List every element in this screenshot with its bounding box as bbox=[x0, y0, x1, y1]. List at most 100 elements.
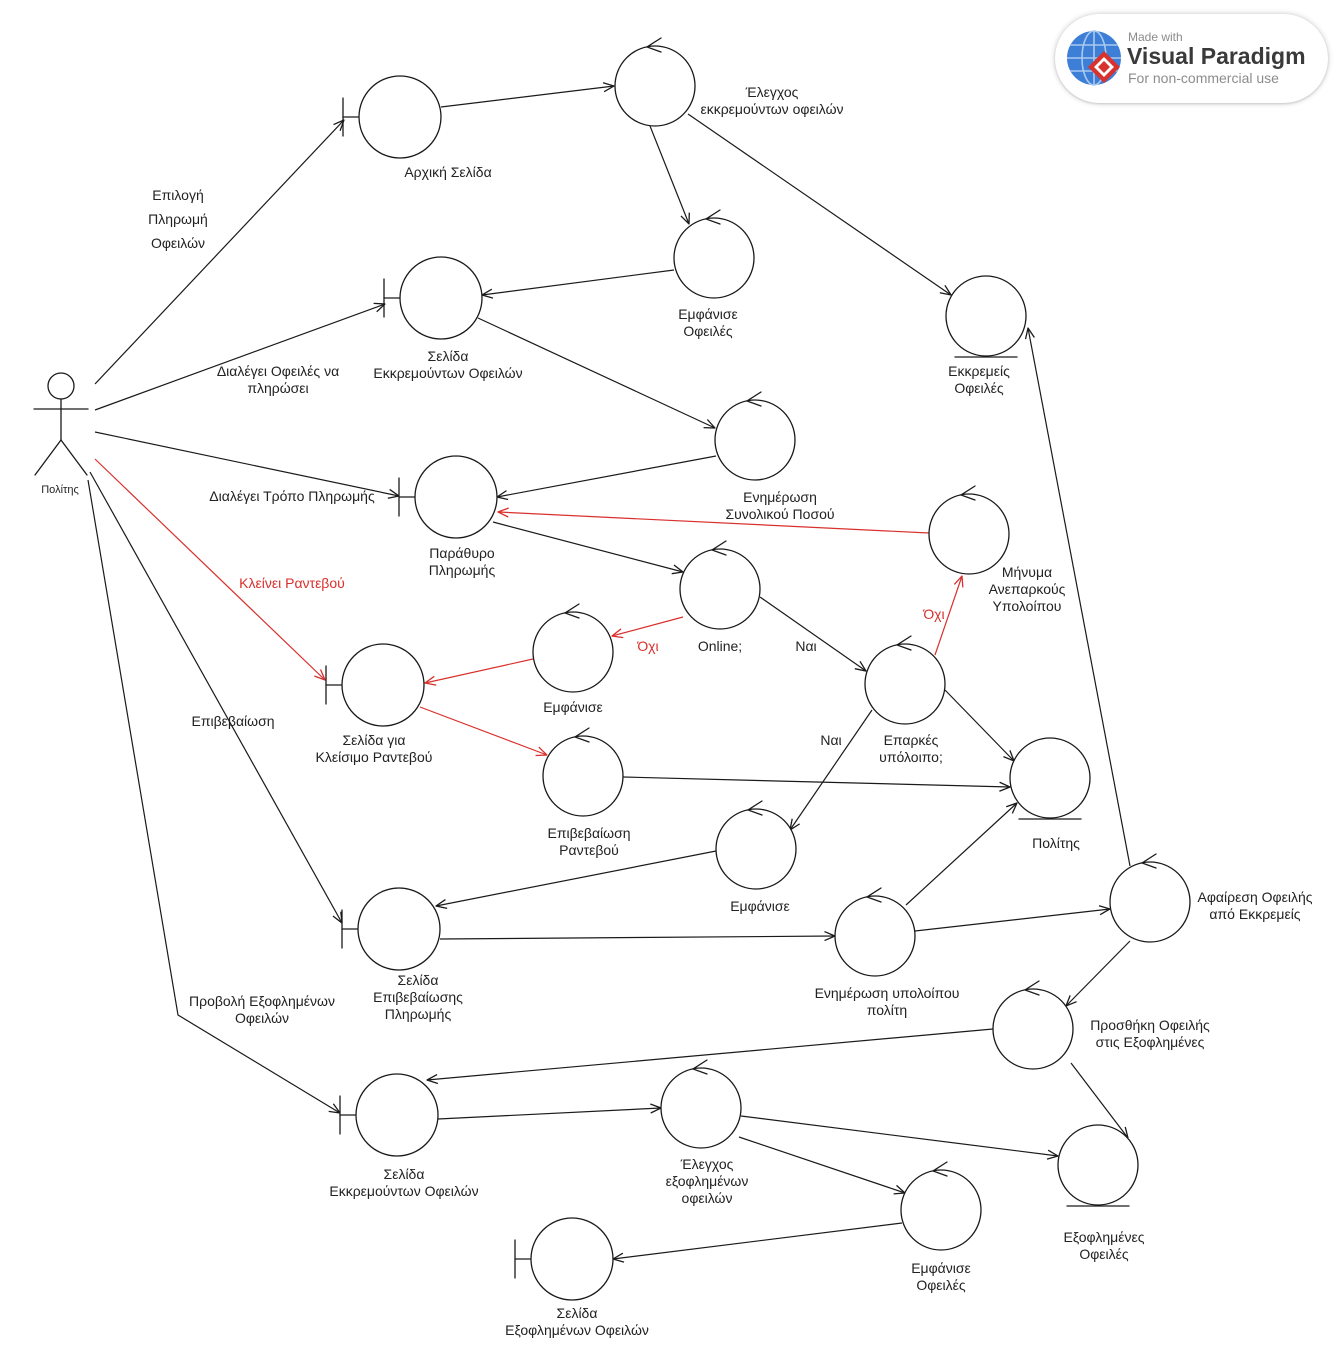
flow-arrow bbox=[790, 709, 873, 830]
boundary-icon bbox=[325, 643, 425, 727]
node-label: Συνολικού Ποσού bbox=[725, 506, 834, 522]
boundary-icon bbox=[342, 75, 442, 159]
alternate-flow-arrow bbox=[934, 576, 962, 656]
node-label: Ενημέρωση bbox=[743, 489, 817, 505]
control-icon bbox=[715, 800, 797, 890]
flow-label-online-no: Όχι bbox=[636, 638, 658, 654]
boundary-icon bbox=[514, 1217, 614, 1301]
flow-arrow bbox=[436, 850, 717, 906]
boundary-home-page: Αρχική Σελίδα bbox=[342, 75, 492, 180]
node-label: υπόλοιπο; bbox=[879, 749, 943, 765]
flow-label-text: πληρώσει bbox=[247, 380, 308, 396]
control-online-check: Online; bbox=[679, 540, 761, 654]
node-label: πολίτη bbox=[867, 1002, 907, 1018]
node-label: Επιβεβαίωση bbox=[547, 825, 630, 841]
flow-arrow bbox=[87, 479, 340, 1113]
flow-arrow bbox=[94, 304, 385, 411]
flow-arrow bbox=[94, 431, 399, 496]
node-label: Εξοφλημένων Οφειλών bbox=[505, 1322, 649, 1338]
control-icon bbox=[660, 1059, 742, 1149]
control-icon bbox=[614, 37, 696, 127]
node-label: Πολίτης bbox=[1032, 835, 1080, 851]
alternate-flow-arrow bbox=[425, 658, 534, 683]
control-icon bbox=[532, 603, 614, 693]
flow-label-text: Όχι bbox=[636, 638, 658, 654]
flow-label-text: Πληρωμή bbox=[148, 211, 208, 227]
flow-label-text: Οφειλών bbox=[235, 1010, 289, 1026]
boundary-icon bbox=[383, 256, 483, 340]
control-icon bbox=[673, 209, 755, 299]
boundary-icon bbox=[339, 1073, 439, 1157]
boundary-icon bbox=[341, 887, 441, 971]
flow-arrow bbox=[944, 689, 1014, 761]
alternate-flow-arrow bbox=[612, 616, 684, 636]
control-icon bbox=[864, 635, 946, 725]
node-label: Σελίδα bbox=[384, 1166, 425, 1182]
node-label: Εμφάνισε bbox=[543, 699, 603, 715]
flow-arrow bbox=[1070, 1062, 1128, 1138]
node-label: Οφειλές bbox=[1079, 1246, 1129, 1262]
flow-arrow bbox=[1066, 940, 1131, 1006]
node-label: Σελίδα για bbox=[343, 732, 406, 748]
node-label: Εμφάνισε bbox=[678, 306, 738, 322]
node-label: Πληρωμής bbox=[429, 562, 496, 578]
control-icon bbox=[834, 887, 916, 977]
flow-arrow bbox=[497, 455, 717, 497]
alternate-flow-arrow bbox=[94, 458, 325, 680]
flow-label-confirmation: Επιβεβαίωση bbox=[191, 713, 274, 729]
node-label: Εκκρεμείς bbox=[948, 363, 1010, 379]
entity-icon bbox=[1009, 737, 1091, 820]
node-label: Εμφάνισε bbox=[730, 898, 790, 914]
node-label: Προσθήκη Οφειλής bbox=[1090, 1017, 1210, 1033]
node-label: Οφειλές bbox=[954, 380, 1004, 396]
node-label: Παράθυρο bbox=[429, 545, 495, 561]
flow-label-text: Ναι bbox=[820, 732, 841, 748]
flow-label-text: Διαλέγει Τρόπο Πληρωμής bbox=[209, 488, 375, 504]
node-label: οφειλών bbox=[682, 1190, 733, 1206]
flow-arrow bbox=[759, 596, 866, 671]
flow-arrow bbox=[905, 803, 1017, 906]
flow-label-text: Διαλέγει Οφειλές να bbox=[217, 363, 339, 379]
node-label: Πληρωμής bbox=[385, 1006, 452, 1022]
control-icon bbox=[679, 540, 761, 630]
node-label: Εξοφλημένες bbox=[1064, 1229, 1145, 1245]
actor-citizen: Πολίτης bbox=[33, 372, 89, 496]
watermark-made-with: Made with bbox=[1128, 30, 1183, 44]
entity-icon bbox=[1057, 1124, 1139, 1207]
flow-label-text: Όχι bbox=[922, 606, 944, 622]
node-label: εξοφλημένων bbox=[666, 1173, 749, 1189]
node-label: από Εκκρεμείς bbox=[1209, 906, 1300, 922]
boundary-icon bbox=[398, 455, 498, 539]
node-label: Έλεγχος bbox=[745, 84, 799, 100]
flow-arrow bbox=[740, 1115, 1058, 1156]
node-label: Κλείσιμο Ραντεβού bbox=[316, 749, 433, 765]
node-label: Οφειλές bbox=[916, 1277, 966, 1293]
flow-arrow bbox=[482, 269, 675, 295]
alternate-flow-arrow bbox=[498, 512, 930, 534]
control-icon bbox=[900, 1161, 982, 1251]
node-label: Επιβεβαίωσης bbox=[373, 989, 463, 1005]
entity-citizen: Πολίτης bbox=[1009, 737, 1091, 851]
node-label: Αφαίρεση Οφειλής bbox=[1198, 889, 1313, 905]
control-icon bbox=[542, 727, 624, 817]
actor-stick-figure-icon bbox=[33, 372, 89, 476]
node-label: Επαρκές bbox=[884, 732, 939, 748]
flow-label-balance-yes: Ναι bbox=[820, 732, 841, 748]
flow-label-balance-no: Όχι bbox=[922, 606, 944, 622]
flow-arrow bbox=[687, 113, 951, 295]
